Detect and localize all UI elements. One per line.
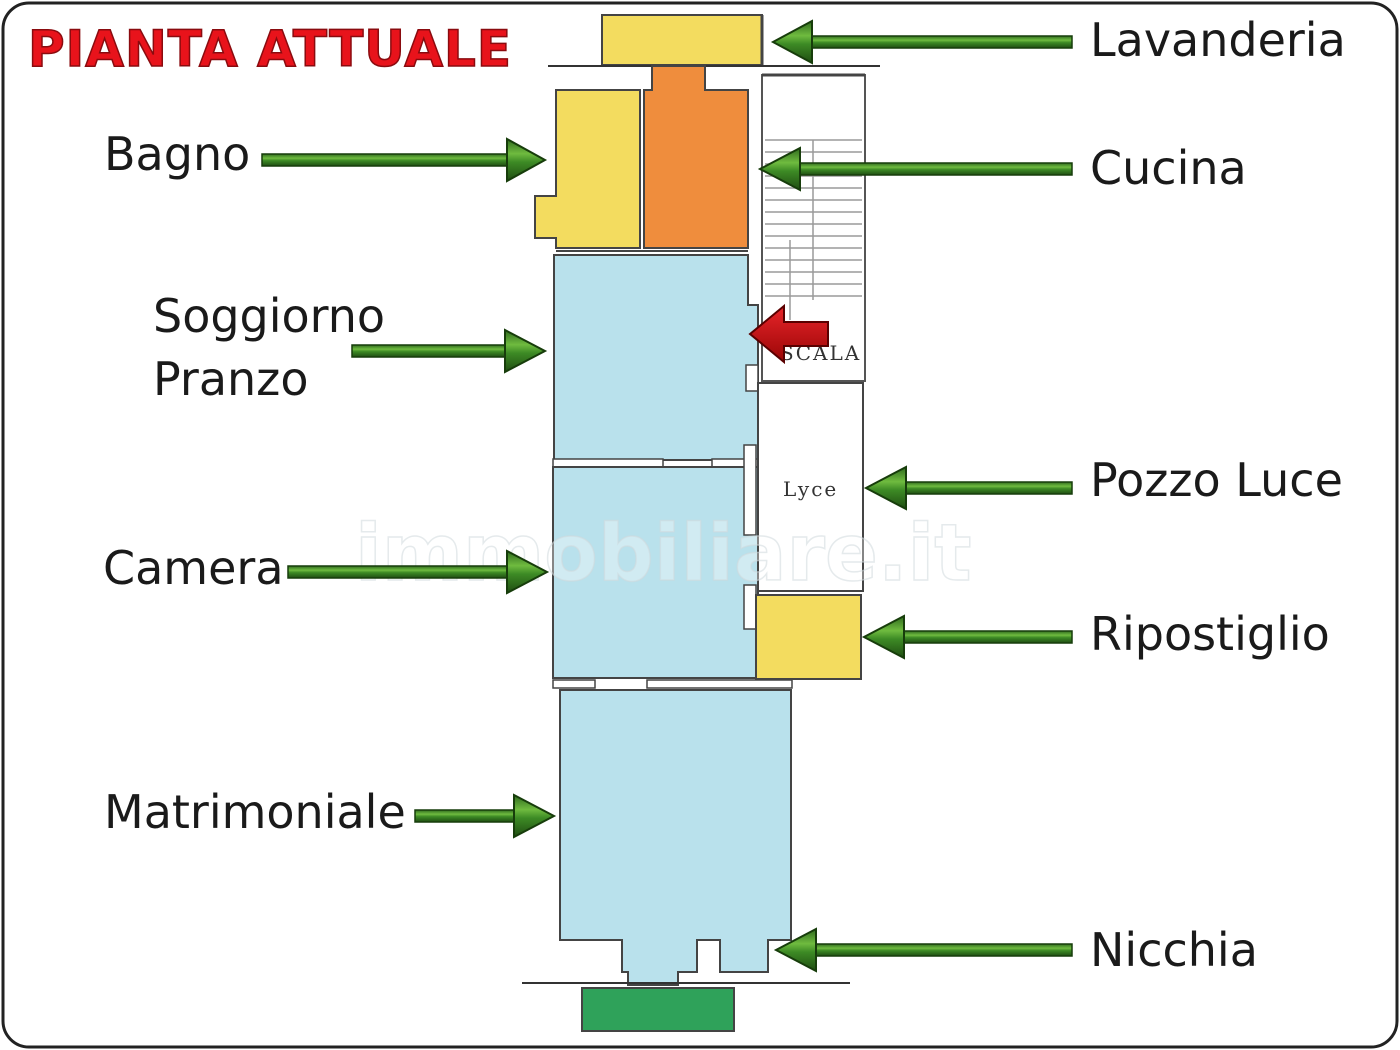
label-bagno: Bagno (104, 127, 250, 181)
room-cucina (643, 65, 749, 249)
page-title: PIANTA ATTUALE (28, 20, 512, 78)
label-pozzo-luce: Pozzo Luce (1090, 453, 1343, 507)
label-ripostiglio: Ripostiglio (1090, 607, 1330, 661)
wall-line (552, 458, 664, 468)
arrow-right-icon (351, 328, 548, 374)
arrow-right-icon (414, 793, 557, 839)
arrow-left-icon (770, 19, 1073, 65)
room-soggiorno-pranzo (553, 254, 759, 461)
wall-line (745, 364, 759, 392)
arrow-left-icon (757, 146, 1073, 192)
room-pozzo-luce (757, 382, 864, 592)
wall-line (552, 679, 596, 689)
label-cucina: Cucina (1090, 141, 1247, 195)
label-pranzo: Pranzo (153, 352, 308, 406)
label-lavanderia: Lavanderia (1090, 13, 1346, 67)
room-ripostiglio (755, 594, 862, 680)
wall-line (743, 444, 757, 536)
label-matrimoniale: Matrimoniale (104, 785, 406, 839)
room-lavanderia (601, 14, 763, 66)
watermark: immobiliare.it (355, 509, 972, 599)
room-bagno (534, 89, 641, 249)
arrow-left-icon (861, 614, 1073, 660)
room-matrimoniale (559, 689, 792, 986)
arrow-right-icon (261, 137, 548, 183)
wall-line (646, 679, 793, 689)
label-camera: Camera (103, 541, 284, 595)
arrow-left-icon (863, 465, 1073, 511)
label-nicchia: Nicchia (1090, 923, 1258, 977)
pozzo-luce-label: Lyce (783, 477, 838, 501)
entrance-arrow-icon (748, 303, 829, 365)
arrow-right-icon (287, 549, 550, 595)
arrow-left-icon (773, 927, 1073, 973)
balcony (581, 987, 735, 1032)
label-soggiorno: Soggiorno (153, 289, 385, 343)
